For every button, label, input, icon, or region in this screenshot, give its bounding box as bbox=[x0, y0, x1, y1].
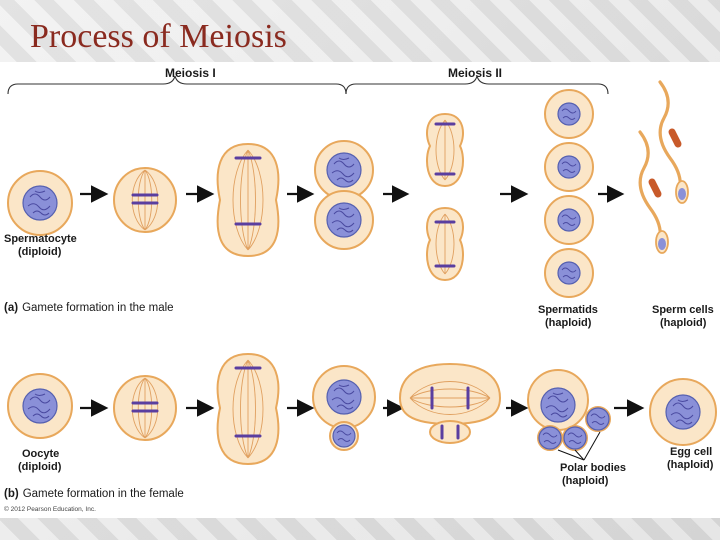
spermatocyte-cell bbox=[7, 170, 73, 236]
copyright-notice: © 2012 Pearson Education, Inc. bbox=[4, 505, 96, 513]
polar-bodies-label: Polar bodies bbox=[560, 462, 626, 474]
female-caption-text: Gamete formation in the female bbox=[23, 488, 184, 500]
female-anaphase-1-cell bbox=[216, 352, 280, 466]
meiosis-2-brace bbox=[345, 75, 609, 95]
metaphase-1-cell bbox=[113, 167, 177, 233]
oocyte-cell bbox=[7, 373, 73, 439]
egg-cell-ploidy: (haploid) bbox=[667, 459, 714, 471]
female-metaphase-1-cell bbox=[113, 375, 177, 441]
sperm-cells-label: Sperm cells bbox=[652, 304, 714, 316]
egg-cell bbox=[649, 378, 717, 446]
female-caption-tag: (b) bbox=[4, 488, 19, 500]
oocyte-label: Oocyte bbox=[22, 448, 59, 460]
sperm-cells bbox=[640, 82, 688, 253]
female-caption: (b) Gamete formation in the female bbox=[4, 488, 184, 500]
meiosis-figure: Meiosis I Meiosis II bbox=[0, 62, 720, 518]
male-caption: (a) Gamete formation in the male bbox=[4, 302, 174, 314]
anaphase-1-cell bbox=[216, 142, 280, 258]
sperm-cells-ploidy: (haploid) bbox=[660, 317, 707, 329]
meiosis-1-brace bbox=[7, 75, 347, 95]
meiosis-diagram: Meiosis I Meiosis II bbox=[4, 66, 717, 513]
spermatids-ploidy: (haploid) bbox=[545, 317, 592, 329]
female-telophase-1-cells bbox=[312, 365, 376, 451]
spermatocyte-label: Spermatocyte bbox=[4, 233, 77, 245]
meiosis-2-male-cells bbox=[426, 112, 464, 282]
spermatids-label: Spermatids bbox=[538, 304, 598, 316]
oocyte-ploidy: (diploid) bbox=[18, 461, 62, 473]
male-caption-text: Gamete formation in the male bbox=[22, 302, 174, 314]
meiosis-1-header: Meiosis I bbox=[165, 66, 216, 80]
slide-title: Process of Meiosis bbox=[30, 18, 287, 55]
polar-bodies-ploidy: (haploid) bbox=[562, 475, 609, 487]
spermatocyte-ploidy: (diploid) bbox=[18, 246, 62, 258]
male-caption-tag: (a) bbox=[4, 302, 18, 314]
egg-cell-label: Egg cell bbox=[670, 446, 712, 458]
meiosis-2-header: Meiosis II bbox=[448, 66, 502, 80]
spermatid-cells bbox=[544, 89, 594, 298]
female-meiosis-2-cells bbox=[398, 362, 502, 444]
female-meiosis-2-result bbox=[527, 369, 611, 461]
telophase-1-cells bbox=[314, 140, 374, 250]
